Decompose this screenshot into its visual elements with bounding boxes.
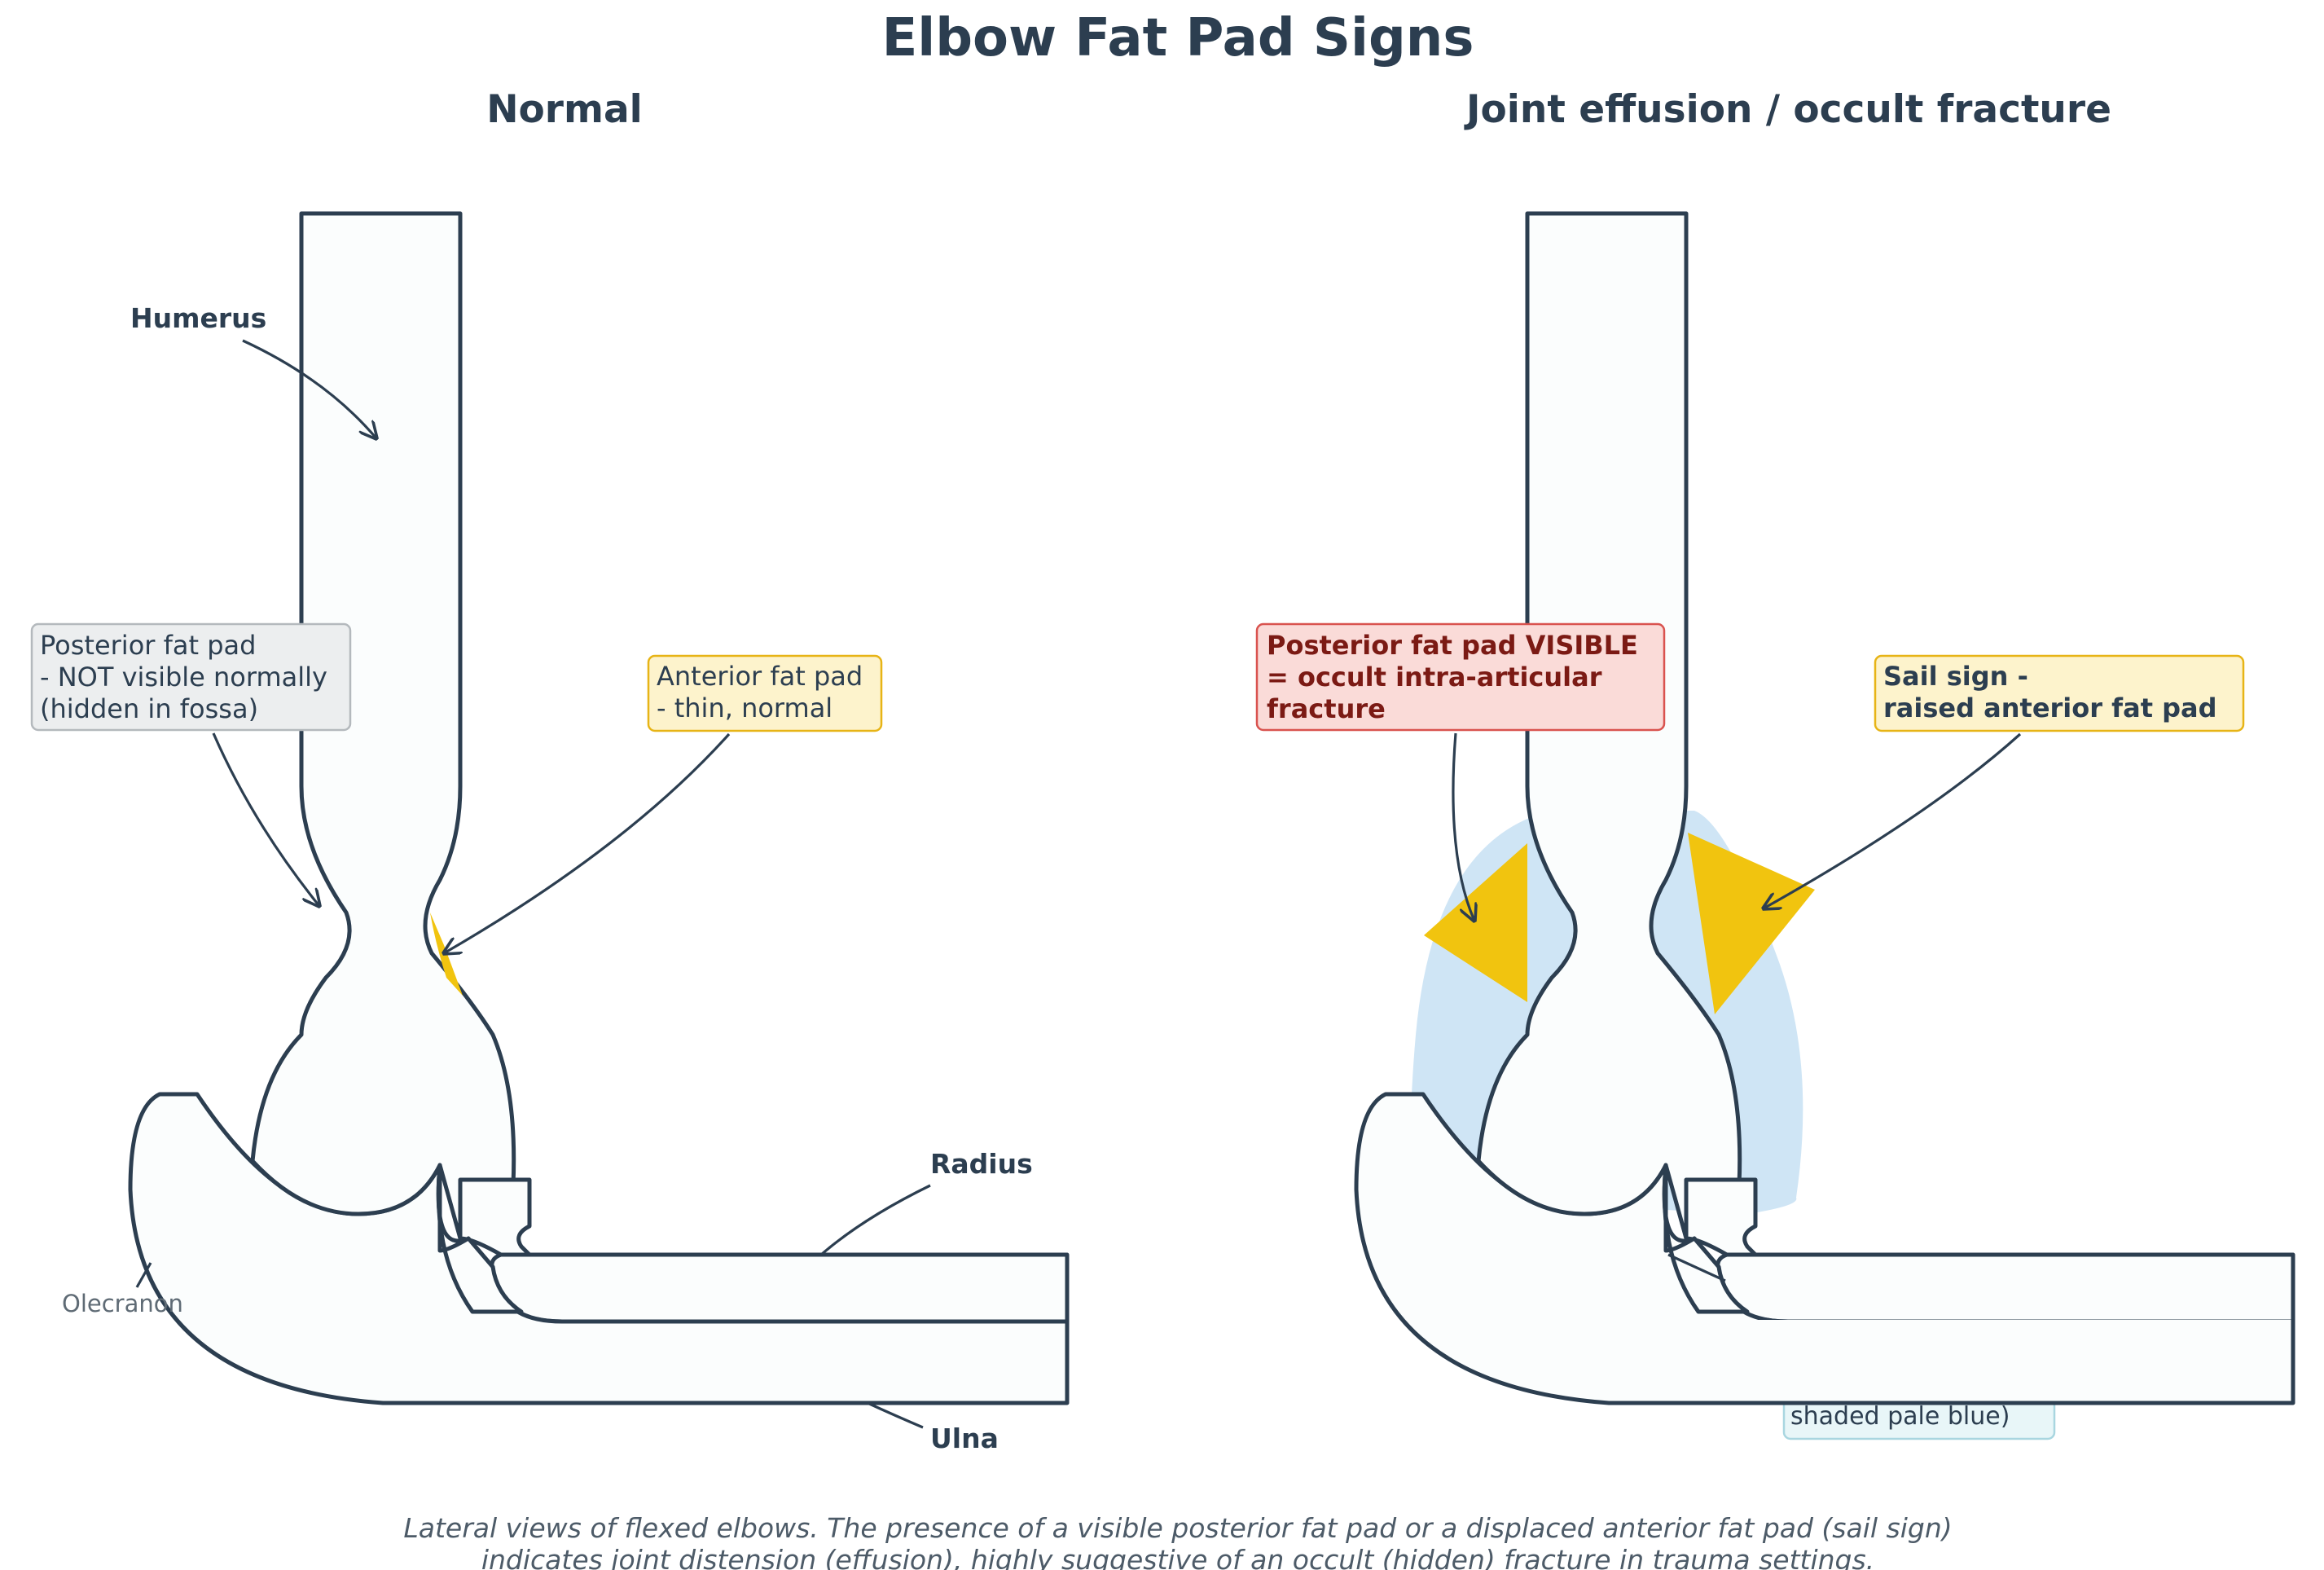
normal-posterior-line1: Posterior fat pad: [40, 630, 256, 661]
normal-posterior-line2: - NOT visible normally: [40, 662, 327, 693]
normal-posterior-box: [30, 622, 352, 732]
normal-anterior-line2: - thin, normal: [657, 693, 833, 723]
olecranon-label: Olecranon: [62, 1290, 183, 1317]
humerus-arrow: [242, 339, 376, 438]
effusion-pointer: [1667, 1253, 1726, 1282]
normal-elbow-bones: [130, 213, 1067, 1403]
normal-posterior-arrow: [212, 732, 319, 906]
effusion-posterior-line1: Posterior fat pad VISIBLE: [1267, 630, 1638, 661]
effusion-posterior-line2: = occult intra-articular: [1267, 662, 1602, 693]
sail-sign-arrow: [1764, 732, 2022, 908]
ulna-label: Ulna: [930, 1423, 999, 1454]
effusion-panel-title: Joint effusion / occult fracture: [1464, 87, 2111, 132]
effusion-posterior-line3: fracture: [1267, 693, 1386, 724]
effusion-panel: Joint effusion / occult fracture Posteri…: [1255, 87, 2295, 1440]
sail-sign-line2: raised anterior fat pad: [1883, 693, 2217, 723]
radius-label: Radius: [930, 1148, 1033, 1180]
normal-anterior-arrow: [444, 732, 731, 953]
effusion-posterior-arrow: [1452, 732, 1474, 921]
ulna-pointer: [867, 1401, 924, 1429]
sail-sign-line1: Sail sign -: [1883, 661, 2028, 692]
normal-posterior-line3: (hidden in fossa): [40, 693, 258, 724]
effusion-label-text: shaded pale blue): [1790, 1402, 2010, 1431]
effusion-label-cover: [1609, 1320, 2293, 1403]
humerus-label: Humerus: [130, 302, 266, 334]
main-title: Elbow Fat Pad Signs: [882, 8, 1474, 68]
effusion-posterior-box: [1255, 622, 1666, 732]
normal-panel: Normal Humerus Posterior fat pad - NOT v…: [30, 87, 1067, 1454]
caption-line2: indicates joint distension (effusion), h…: [481, 1544, 1874, 1570]
effusion-elbow-bones: [1356, 213, 2293, 1403]
sail-sign-fat-pad: [1688, 833, 1815, 1014]
radius-pointer: [819, 1184, 931, 1256]
caption-line1: Lateral views of flexed elbows. The pres…: [403, 1512, 1952, 1544]
olecranon-pointer: [135, 1262, 152, 1288]
normal-panel-title: Normal: [486, 87, 643, 132]
sail-sign-box: [1874, 654, 2245, 732]
normal-anterior-line1: Anterior fat pad: [657, 661, 863, 692]
normal-anterior-box: [647, 654, 883, 732]
